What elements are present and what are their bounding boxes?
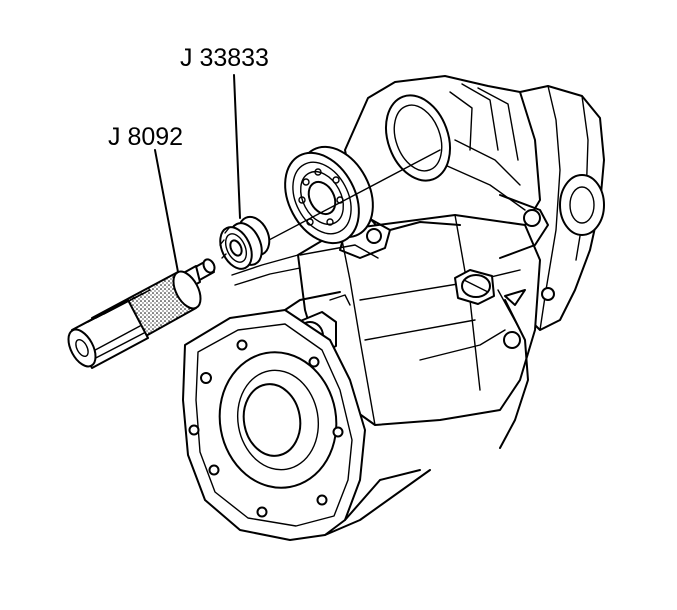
installer-tool-j33833 (219, 215, 271, 270)
driver-handle-j8092 (67, 258, 216, 369)
leader-j33833 (233, 74, 241, 219)
label-j8092: J 8092 (108, 123, 183, 151)
case-plug (454, 269, 495, 305)
bearing-bore-oring (385, 94, 451, 182)
leader-j8092 (154, 149, 179, 273)
transmission-case (182, 75, 605, 541)
extension-output-boss (559, 174, 605, 236)
handle-end-cap (67, 328, 97, 368)
installation-axis-line (249, 149, 441, 251)
linkage-pivot (523, 209, 541, 227)
bolt-holes (188, 339, 344, 518)
label-j33833: J 33833 (180, 44, 269, 72)
